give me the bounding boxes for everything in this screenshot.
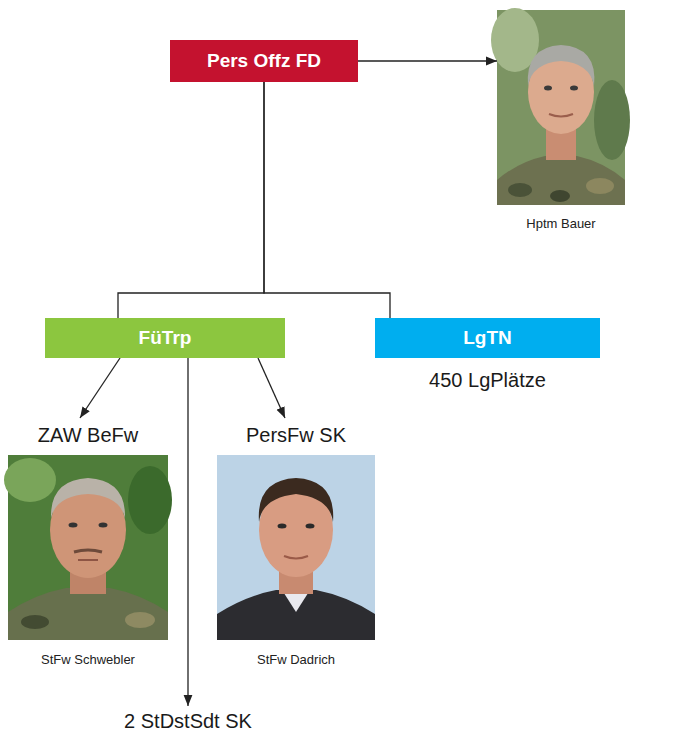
eye bbox=[99, 523, 108, 528]
portrait-photo bbox=[217, 455, 375, 640]
photo-caption: StFw Schwebler bbox=[41, 653, 135, 668]
photo-background bbox=[594, 80, 630, 160]
photo-background bbox=[128, 466, 172, 534]
jacket-shoulders bbox=[217, 590, 375, 640]
eye bbox=[278, 524, 287, 529]
eye bbox=[570, 86, 578, 91]
photo-background bbox=[217, 455, 375, 640]
uniform-shoulders bbox=[8, 588, 168, 640]
role-heading: ZAW BeFw bbox=[38, 424, 138, 447]
target-label: 2 StDstSdt SK bbox=[124, 710, 252, 733]
camo-spot bbox=[125, 612, 155, 628]
mouth bbox=[284, 556, 308, 559]
camo-spot bbox=[508, 183, 532, 197]
hair bbox=[51, 478, 125, 518]
moustache bbox=[74, 550, 102, 552]
eye bbox=[306, 524, 315, 529]
camo-spot bbox=[21, 615, 49, 629]
connector-line bbox=[258, 358, 285, 418]
portrait-card: PersFw SK StFw Dadrich bbox=[217, 418, 375, 668]
photo-caption: Hptm Bauer bbox=[526, 217, 595, 232]
mouth bbox=[549, 114, 573, 117]
box-title: Pers Offz FD bbox=[207, 50, 321, 72]
connector-line bbox=[80, 358, 120, 418]
capacity-note: 450 LgPlätze bbox=[375, 369, 600, 392]
role-box: Pers Offz FD bbox=[170, 40, 358, 82]
box-title: LgTN bbox=[463, 327, 512, 349]
eye bbox=[544, 86, 552, 91]
connector-line bbox=[118, 82, 264, 318]
portrait-card: Hptm Bauer bbox=[497, 10, 625, 232]
hair bbox=[259, 478, 333, 522]
photo-background bbox=[4, 458, 56, 502]
camo-spot bbox=[550, 190, 570, 202]
box-title: FüTrp bbox=[139, 327, 192, 349]
mouth bbox=[78, 559, 98, 561]
connector-line bbox=[264, 82, 390, 318]
connector-line bbox=[358, 60, 497, 61]
portrait-card: ZAW BeFwStFw Schwebler bbox=[8, 418, 168, 668]
role-heading: PersFw SK bbox=[246, 424, 346, 447]
hair bbox=[528, 45, 595, 86]
photo-caption: StFw Dadrich bbox=[257, 653, 335, 668]
unit-box: FüTrp bbox=[45, 318, 285, 358]
unit-box: LgTN bbox=[375, 318, 600, 358]
portrait-photo bbox=[491, 8, 630, 205]
target-text: 2 StDstSdt SK bbox=[103, 706, 273, 737]
portrait-photo bbox=[4, 455, 172, 640]
eye bbox=[69, 523, 78, 528]
uniform-shoulders bbox=[497, 156, 625, 205]
camo-spot bbox=[586, 178, 614, 194]
connector-line bbox=[187, 358, 188, 706]
